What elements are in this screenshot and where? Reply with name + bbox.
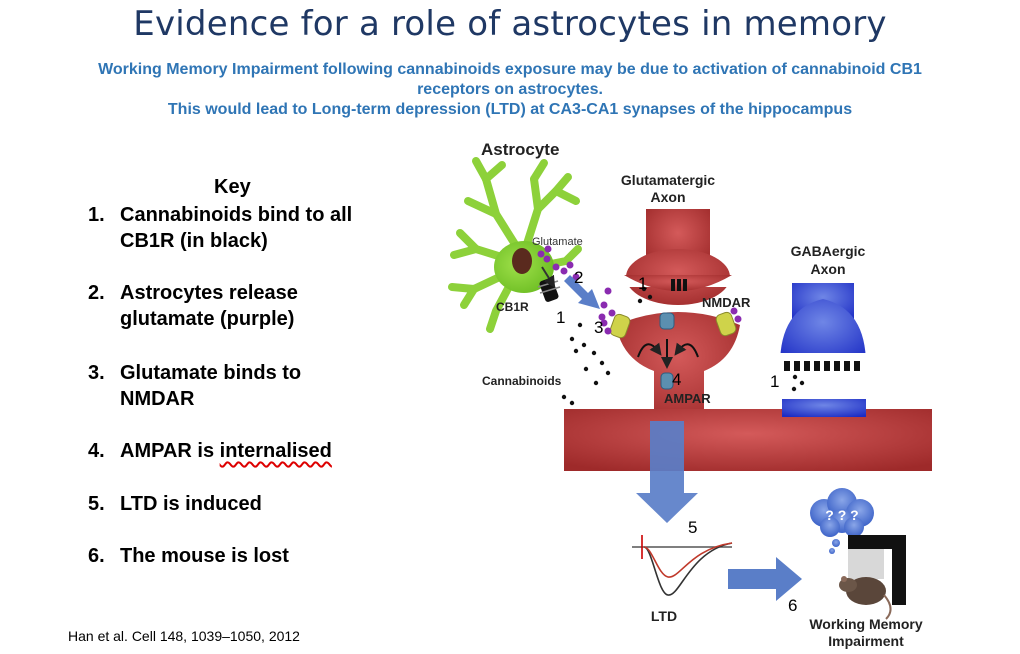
- step-number-1-astrocyte: 1: [556, 308, 565, 327]
- subtitle-line-2: receptors on astrocytes.: [417, 81, 603, 98]
- label-working-memory: Working Memory: [809, 616, 923, 632]
- citation: Han et al. Cell 148, 1039–1050, 2012: [68, 628, 300, 644]
- glutamate-release-arrow: [564, 275, 600, 309]
- nmdar-receptor-left: [600, 313, 631, 339]
- label-gabaergic: GABAergic: [791, 243, 866, 259]
- key-item-text-plain: AMPAR is: [120, 440, 220, 462]
- key-item-number: 6.: [88, 545, 105, 567]
- key-item-number: 4.: [88, 440, 105, 462]
- synapse-diagram-svg: Astrocyte Glutamatergic Axon GABAergic A…: [448, 140, 932, 649]
- slide-title: Evidence for a role of astrocytes in mem…: [133, 4, 887, 44]
- signal-arrow-left: [637, 342, 662, 358]
- step-number-5: 5: [688, 518, 697, 537]
- postsynaptic-spine: [616, 312, 740, 421]
- mouse-icon: [839, 576, 892, 620]
- label-cannabinoids: Cannabinoids: [482, 374, 562, 388]
- key-item-text: The mouse is lost: [120, 545, 289, 567]
- cb1r-receptor-presynaptic: [671, 279, 687, 291]
- step-number-1-gabaergic: 1: [770, 372, 779, 391]
- maze-icon: [848, 535, 906, 605]
- key-item-text: CB1R (in black): [120, 230, 268, 252]
- step-number-6: 6: [788, 596, 797, 615]
- ampar-receptor-membrane: [659, 312, 675, 330]
- key-item-number: 3.: [88, 362, 105, 384]
- key-item-text: Cannabinoids bind to all: [120, 204, 353, 226]
- label-glutamate: Glutamate: [532, 236, 583, 248]
- synapse-figure: Astrocyte Glutamatergic Axon GABAergic A…: [446, 139, 932, 654]
- key-item-text: glutamate (purple): [120, 308, 295, 330]
- ltd-induction-arrow: [636, 421, 698, 523]
- label-cb1r: CB1R: [496, 300, 529, 314]
- key-item-number: 1.: [88, 204, 105, 226]
- step-number-4: 4: [672, 370, 681, 389]
- subtitle-line-1: Working Memory Impairment following cann…: [98, 61, 922, 78]
- ltd-trace: [632, 535, 733, 596]
- label-glutamatergic-axon: Axon: [651, 189, 686, 205]
- label-nmdar: NMDAR: [702, 295, 751, 310]
- astrocyte-cell: [448, 157, 582, 333]
- label-ltd: LTD: [651, 608, 677, 624]
- key-item-text: LTD is induced: [120, 493, 262, 515]
- glutamate-molecules: [537, 245, 616, 321]
- label-astrocyte: Astrocyte: [481, 140, 559, 159]
- astrocyte-release-arrow: [541, 266, 556, 289]
- spellcheck-marked-word: internalised: [219, 440, 332, 462]
- key-item-text: Glutamate binds to: [120, 362, 302, 384]
- step-number-1-glutamatergic: 1: [638, 274, 647, 293]
- cb1r-receptor-gabaergic: [784, 361, 860, 371]
- cannabinoid-molecules: [561, 286, 805, 406]
- label-ampar: AMPAR: [664, 391, 711, 406]
- key-item-text: AMPAR is internalised: [120, 438, 332, 464]
- thought-cloud-icon: [810, 488, 874, 554]
- postsynaptic-dendrite: [564, 409, 932, 471]
- nmdar-receptor-right: [715, 307, 742, 337]
- step-number-3: 3: [594, 318, 603, 337]
- step-number-2: 2: [574, 268, 583, 287]
- signal-arrow-right: [674, 342, 699, 358]
- label-gabaergic-axon: Axon: [811, 261, 846, 277]
- ampar-receptor-internalised: [660, 372, 674, 390]
- label-impairment: Impairment: [828, 633, 904, 649]
- key-item-text: Astrocytes release: [120, 282, 298, 304]
- subtitle-line-3: This would lead to Long-term depression …: [167, 101, 853, 118]
- gabaergic-axon-terminal: [780, 283, 872, 417]
- key-item-number: 5.: [88, 493, 105, 515]
- label-glutamatergic: Glutamatergic: [621, 172, 715, 188]
- key-item-number: 2.: [88, 282, 105, 304]
- memory-impairment-arrow: [728, 557, 802, 601]
- key-item-text: NMDAR: [120, 388, 195, 410]
- key-title: Key: [214, 176, 251, 198]
- label-question-marks: ? ? ?: [825, 507, 858, 523]
